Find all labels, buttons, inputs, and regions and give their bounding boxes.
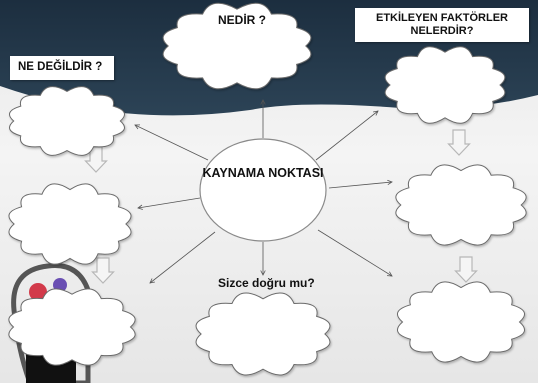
cloud-left-2 xyxy=(8,183,132,265)
nedir-label: NEDİR ? xyxy=(218,13,266,27)
arrow-left xyxy=(137,197,201,210)
sizce-dogru-mu-label: Sizce doğru mu? xyxy=(218,276,315,290)
cloud-right-2 xyxy=(395,164,527,246)
arrow-down xyxy=(260,242,266,276)
center-circle xyxy=(199,138,327,242)
cloud-sizce-dogru-mu xyxy=(195,292,331,376)
connector-arrows xyxy=(134,99,393,284)
down-arrow-right-1 xyxy=(447,129,471,156)
arrow-up xyxy=(260,99,266,138)
arrow-down-left xyxy=(149,231,216,284)
cloud-left-3 xyxy=(8,288,136,366)
clouds xyxy=(8,2,527,376)
cloud-nedir xyxy=(162,2,312,90)
arrow-up-left xyxy=(134,124,209,161)
ne-degildir-label: NE DEĞİLDİR ? xyxy=(10,56,115,80)
cloud-left-1 xyxy=(9,86,125,156)
arrow-up-right xyxy=(315,110,379,161)
arrow-down-right xyxy=(317,229,393,277)
down-arrow-left-2 xyxy=(91,257,115,284)
cloud-right-3 xyxy=(396,281,526,363)
etkileyen-faktorler-label: ETKİLEYEN FAKTÖRLER NELERDİR? xyxy=(355,8,529,43)
down-arrow-left-1 xyxy=(84,146,108,173)
cloud-top-right xyxy=(384,46,506,124)
down-arrows xyxy=(84,129,478,284)
down-arrow-right-2 xyxy=(454,256,478,283)
kaynama-noktasi-label: KAYNAMA NOKTASI xyxy=(202,166,324,180)
arrow-right xyxy=(328,179,393,189)
